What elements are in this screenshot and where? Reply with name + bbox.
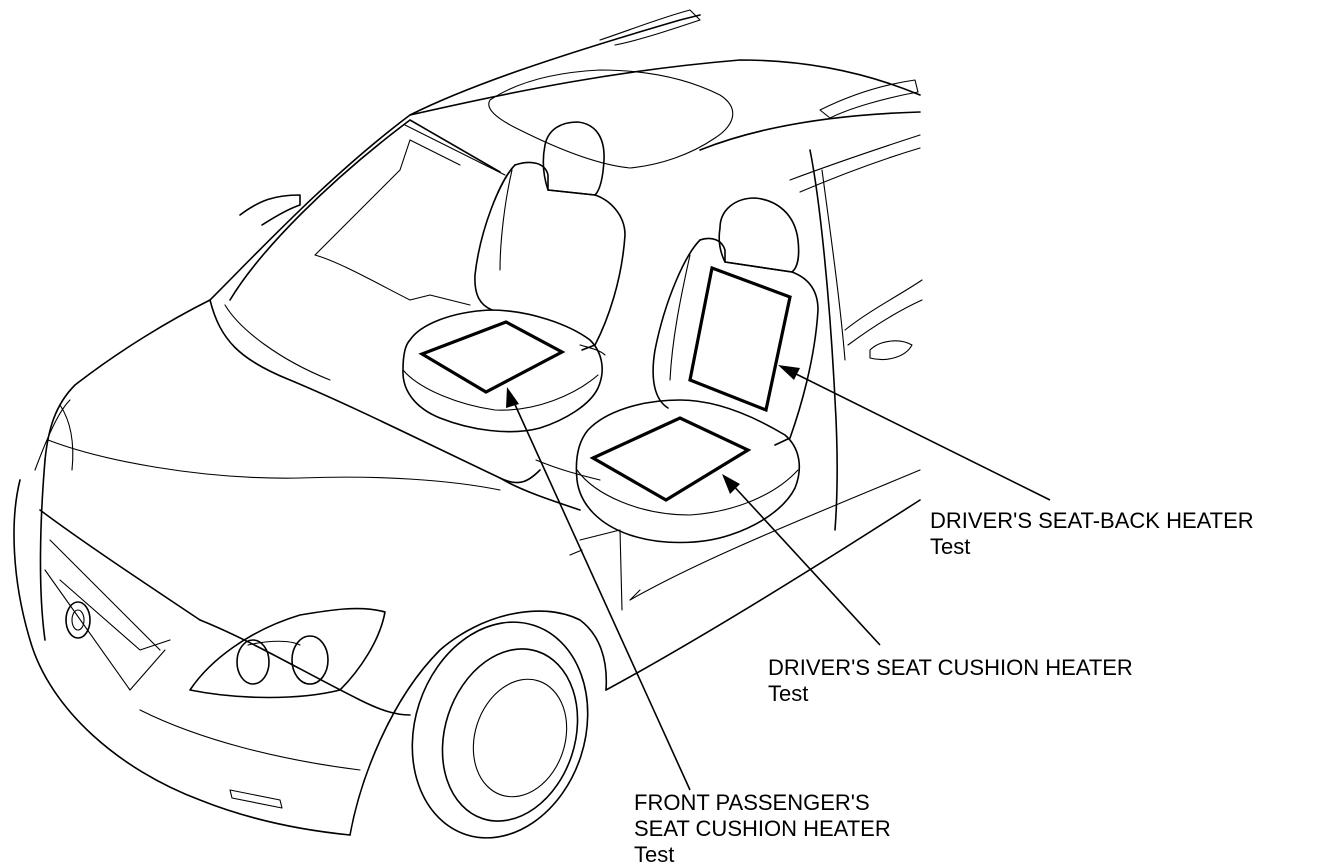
driver-seat-back-heater-pad xyxy=(688,265,792,413)
passenger-cushion-arrowhead xyxy=(506,387,519,408)
driver-cushion-leader-line xyxy=(729,481,881,646)
leader-lines xyxy=(506,365,1051,791)
passenger-cushion-heater-callout: FRONT PASSENGER'S SEAT CUSHION HEATER Te… xyxy=(634,790,891,868)
driver-cushion-heater-pad xyxy=(589,416,752,502)
seat-back-heater-title: DRIVER'S SEAT-BACK HEATER xyxy=(930,508,1254,533)
seat-back-arrowhead xyxy=(778,365,800,380)
seat-back-heater-test-link[interactable]: Test xyxy=(930,534,971,559)
driver-cushion-heater-title: DRIVER'S SEAT CUSHION HEATER xyxy=(768,655,1133,680)
front-passenger-seat xyxy=(402,121,626,433)
driver-cushion-heater-test-link[interactable]: Test xyxy=(768,681,809,706)
passenger-cushion-leader-line xyxy=(511,397,691,791)
driver-cushion-heater-callout: DRIVER'S SEAT CUSHION HEATER Test xyxy=(768,655,1133,707)
passenger-cushion-heater-title-line2: SEAT CUSHION HEATER xyxy=(634,816,891,841)
passenger-cushion-heater-title-line1: FRONT PASSENGER'S xyxy=(634,790,870,815)
seat-back-leader-line xyxy=(787,369,1051,501)
passenger-cushion-heater-test-link[interactable]: Test xyxy=(634,842,675,867)
passenger-cushion-heater-pad xyxy=(418,320,566,394)
vehicle-body-outline xyxy=(13,9,923,839)
driver-cushion-arrowhead xyxy=(722,474,740,494)
seat-back-heater-callout: DRIVER'S SEAT-BACK HEATER Test xyxy=(930,508,1254,560)
driver-seat xyxy=(575,197,819,544)
